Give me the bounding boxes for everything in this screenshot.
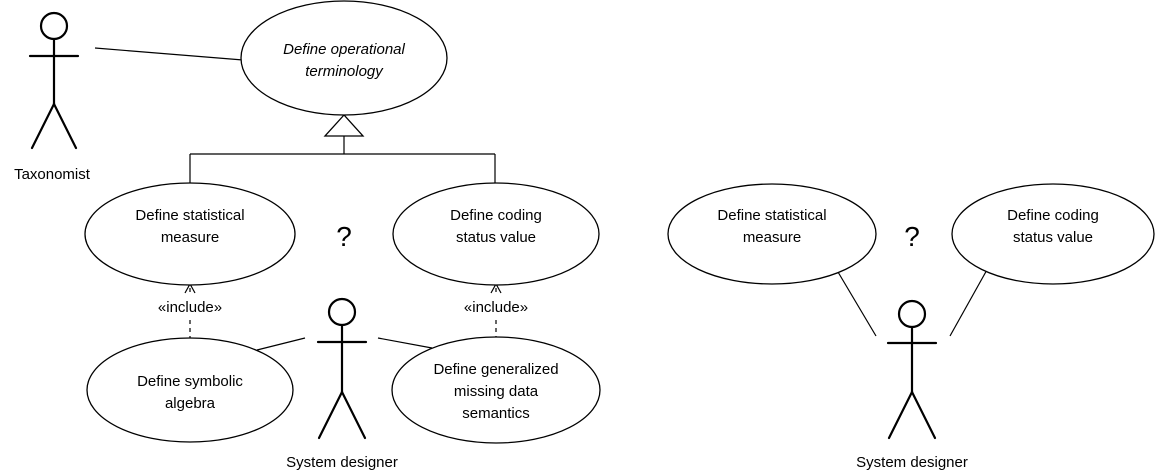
use-case-label: Define coding <box>450 207 542 224</box>
actor-head-icon <box>327 297 357 327</box>
use-case-label: Define symbolic <box>137 373 243 390</box>
use-case-define-coding-status-value[interactable]: Define coding status value <box>951 183 1155 285</box>
actor-label: System designer <box>286 454 398 471</box>
use-case-define-coding-status-value[interactable]: Define coding status value <box>392 182 600 286</box>
use-case-label: terminology <box>305 63 384 80</box>
left-diagram: «include» «include» Define operational t… <box>14 0 601 471</box>
use-case-define-statistical-measure[interactable]: Define statistical measure <box>667 183 877 285</box>
use-case-label: measure <box>161 229 219 246</box>
actor-system-designer[interactable]: System designer <box>856 299 968 471</box>
actor-taxonomist[interactable]: Taxonomist <box>14 11 91 183</box>
right-diagram: Define statistical measure Define coding… <box>667 183 1155 471</box>
association-designer-coding-status <box>949 267 989 337</box>
use-case-label: Define statistical <box>717 207 826 224</box>
association-designer-symbolic-algebra <box>256 337 306 351</box>
association-designer-missing-data <box>377 337 433 349</box>
question-mark: ? <box>336 221 352 252</box>
actor-label: Taxonomist <box>14 166 91 183</box>
association-taxonomist <box>94 47 244 61</box>
generalization-arrow <box>189 114 496 186</box>
use-case-label: Define generalized <box>433 361 558 378</box>
use-case-define-statistical-measure[interactable]: Define statistical measure <box>84 182 296 286</box>
use-case-define-symbolic-algebra[interactable]: Define symbolic algebra <box>86 337 294 443</box>
include-label-1: «include» <box>158 299 222 316</box>
use-case-label: measure <box>743 229 801 246</box>
use-case-label: Define coding <box>1007 207 1099 224</box>
use-case-label: Define statistical <box>135 207 244 224</box>
actor-label: System designer <box>856 454 968 471</box>
use-case-label: semantics <box>462 405 530 422</box>
use-case-define-operational-terminology[interactable]: Define operational terminology <box>240 0 448 116</box>
use-case-define-generalized-missing-data-semantics[interactable]: Define generalized missing data semantic… <box>391 336 601 444</box>
include-label-2: «include» <box>464 299 528 316</box>
actor-head-icon <box>39 11 69 41</box>
question-mark: ? <box>904 221 920 252</box>
use-case-label: status value <box>1013 229 1093 246</box>
actor-head-icon <box>897 299 927 329</box>
use-case-label: status value <box>456 229 536 246</box>
actor-system-designer[interactable]: System designer <box>286 297 398 471</box>
use-case-label: missing data <box>454 383 539 400</box>
use-case-label: algebra <box>165 395 216 412</box>
use-case-label: Define operational <box>283 41 405 58</box>
association-designer-statistical-measure <box>837 271 877 337</box>
